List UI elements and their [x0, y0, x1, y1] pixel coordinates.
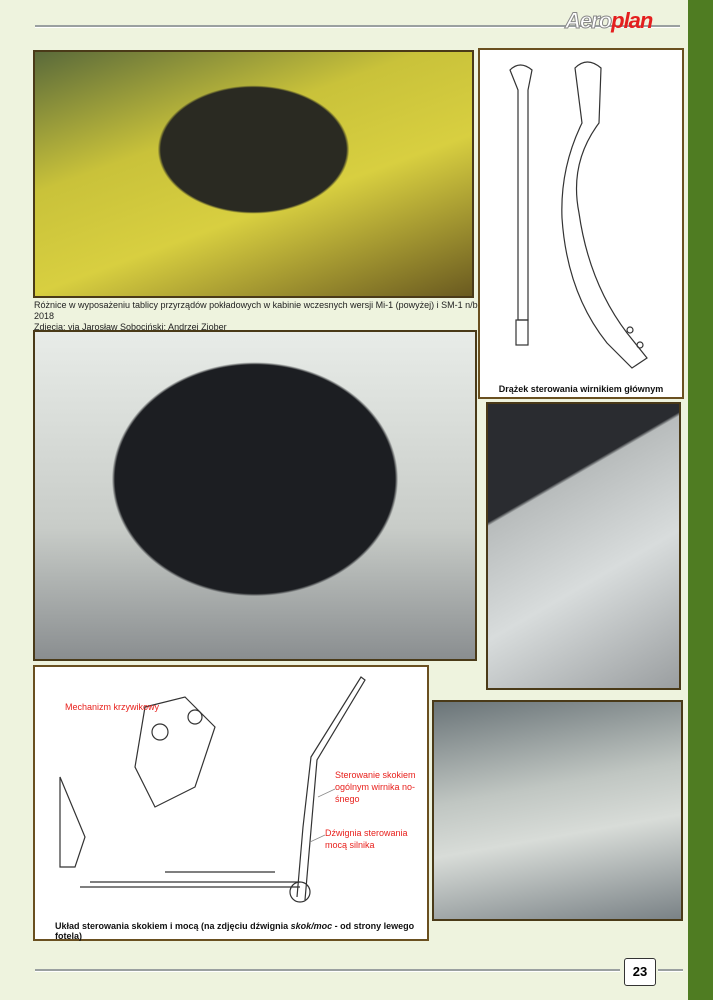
label-line: Dźwignia sterowania	[325, 828, 408, 838]
photo-seat-and-lever	[432, 700, 683, 921]
control-system-drawing	[59, 676, 366, 903]
photo-mi1-cockpit	[33, 50, 474, 298]
green-edge-strip	[688, 0, 713, 1000]
photo-credit: Zdjęcia: via Jarosław Sobociński; Andrze…	[34, 322, 227, 332]
footer-rule	[35, 969, 620, 972]
label-crank-mechanism: Mechanizm krzywikowy	[65, 702, 160, 712]
caption-top-photo: Różnice w wyposażeniu tablicy przyrządów…	[34, 300, 479, 333]
logo-text-plan: plan	[611, 8, 653, 33]
page-number: 23	[624, 958, 656, 986]
photo-sm1-instrument-panel	[33, 330, 477, 661]
control-stick-drawing	[509, 61, 648, 369]
control-system-drawing-box: Mechanizm krzywikowy Sterowanie skokiem …	[33, 665, 429, 941]
header-rule	[35, 25, 680, 28]
logo-text-aero: Aero	[564, 8, 612, 34]
caption-italic: skok/moc	[290, 921, 333, 931]
caption-part: Układ sterowania skokiem i mocą (na zdję…	[55, 921, 291, 931]
caption-stick-drawing: Drążek sterowania wirnikiem głównym	[498, 384, 664, 394]
footer-rule-right	[658, 969, 683, 972]
caption-text: Różnice w wyposażeniu tablicy przyrządów…	[34, 300, 478, 321]
label-line: ogólnym wirnika no-	[335, 782, 416, 792]
caption-system-drawing: Układ sterowania skokiem i mocą (na zdję…	[55, 921, 427, 941]
label-collective-control: Sterowanie skokiem ogólnym wirnika no- ś…	[335, 769, 416, 805]
label-throttle-lever: Dźwignia sterowania mocą silnika	[325, 827, 408, 851]
photo-collective-lever	[486, 402, 681, 690]
label-line: śnego	[335, 794, 360, 804]
label-line: mocą silnika	[325, 840, 375, 850]
stick-drawing-box: Drążek sterowania wirnikiem głównym	[478, 48, 684, 399]
caption-part: - od strony lewego fotela)	[55, 921, 415, 941]
aeroplan-logo: Aeroplan	[564, 8, 653, 34]
label-line: Sterowanie skokiem	[335, 770, 416, 780]
